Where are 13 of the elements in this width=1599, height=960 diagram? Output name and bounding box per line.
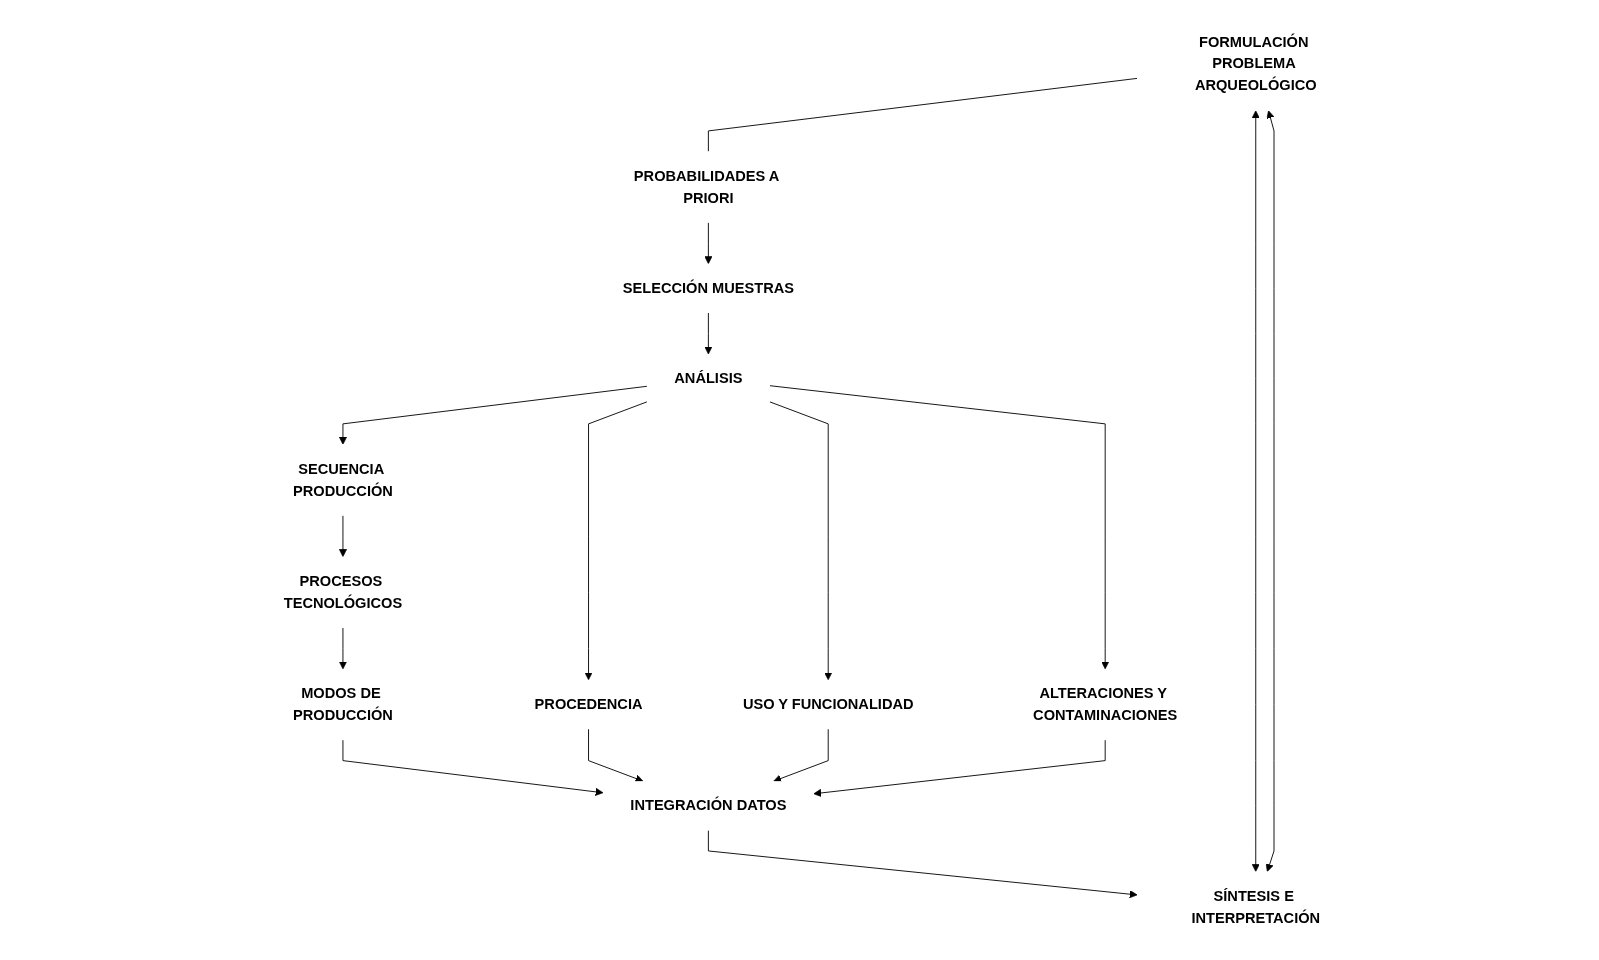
node-text: FORMULACIÓN PROBLEMA ARQUEOLÓGICO [1195,33,1317,94]
node-text: USO Y FUNCIONALIDAD [743,696,914,712]
node-text: PROCEDENCIA [534,696,643,712]
connector [708,77,1138,152]
node-text: PROBABILIDADES A PRIORI [634,167,779,206]
node-text: ANÁLISIS [674,370,743,386]
node-text: SÍNTESIS E INTERPRETACIÓN [1191,887,1321,926]
node-text: INTEGRACIÓN DATOS [630,797,787,814]
node-text: PROCESOS TECNOLÓGICOS [283,573,403,611]
node-text: SECUENCIA PRODUCCIÓN [293,460,393,499]
node-text: ALTERACIONES Y CONTAMINACIONES [1033,685,1178,723]
node-text: MODOS DE PRODUCCIÓN [293,685,393,723]
node-text: SELECCIÓN MUESTRAS [622,280,795,296]
